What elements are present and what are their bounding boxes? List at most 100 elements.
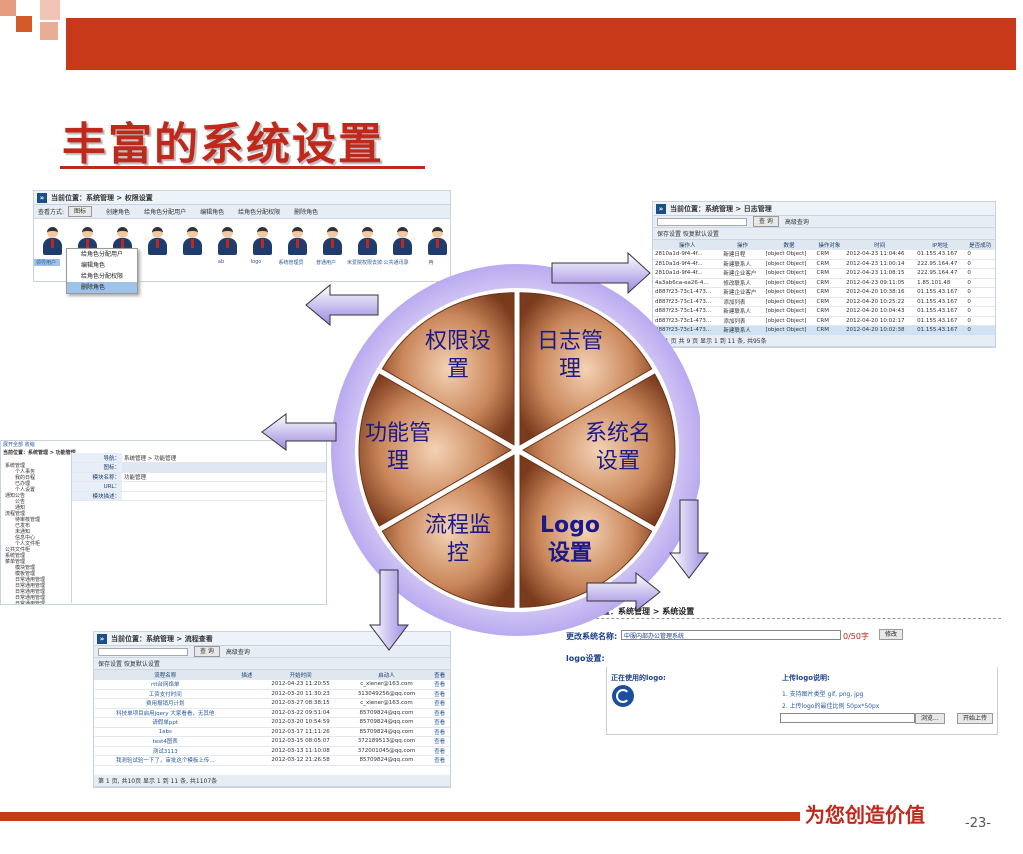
column-header[interactable]: 启动人 — [343, 670, 430, 680]
table-cell[interactable]: 查看 — [429, 689, 450, 699]
menu-item[interactable]: 给角色分配用户 — [81, 251, 124, 258]
tree-node[interactable]: 个人事务 — [15, 469, 36, 475]
table-row[interactable]: 2810a1d-9f4-4f...新建联系人[object Object]CRM… — [653, 259, 995, 269]
settings-links[interactable]: 保存设置 恢复默认设置 — [657, 231, 719, 238]
menu-item[interactable]: 删除角色 — [67, 282, 137, 293]
column-header[interactable]: IP地址 — [915, 240, 966, 250]
advanced-search-link[interactable]: 高级查询 — [784, 219, 809, 226]
table-cell: 01.155.43.167 — [915, 287, 966, 298]
tree-node[interactable]: 系统管理 — [5, 553, 26, 559]
tree-node[interactable]: 通知 — [15, 505, 26, 511]
menu-item[interactable]: 编辑角色 — [81, 262, 106, 269]
search-input[interactable] — [98, 647, 188, 656]
role-item[interactable]: 普通用户 — [316, 225, 342, 266]
table-row[interactable]: 2810a1d-9f4-4f...新建企业客户[object Object]CR… — [653, 268, 995, 279]
tree-node[interactable]: 日常通用管理 — [15, 583, 46, 589]
settings-wheel — [331, 264, 700, 636]
assign-user-button[interactable]: 给角色分配用户 — [144, 209, 187, 216]
column-header[interactable]: 操作对象 — [814, 240, 845, 250]
tree-node[interactable]: 信息中心 — [15, 535, 36, 541]
tree-node[interactable]: 公告 — [15, 499, 26, 505]
table-cell[interactable]: 查看 — [429, 736, 450, 747]
column-header[interactable]: 操作人 — [653, 240, 722, 250]
tree-node[interactable]: 个人设置 — [15, 487, 36, 493]
table-row[interactable]: d887f23-73c1-473...新建联系人[object Object]C… — [653, 306, 995, 317]
table-row[interactable]: d887f23-73c1-473...添加列表[object Object]CR… — [653, 297, 995, 307]
table-row[interactable]: d887f23-73c1-473...新建企业客户[object Object]… — [653, 287, 995, 298]
edit-role-button[interactable]: 编辑角色 — [200, 209, 225, 216]
tree-node[interactable]: 日常通用管理 — [15, 577, 46, 583]
settings-links[interactable]: 保存设置 恢复默认设置 — [98, 661, 160, 668]
role-item[interactable] — [178, 225, 202, 266]
column-header[interactable]: 流程名称 — [94, 670, 237, 680]
create-role-button[interactable]: 创建角色 — [106, 209, 131, 216]
column-header[interactable]: 查看 — [429, 670, 450, 680]
upload-button[interactable]: 开始上传 — [957, 713, 994, 724]
column-header[interactable]: 开始时间 — [257, 670, 344, 680]
tree-node[interactable]: 个人文件柜 — [15, 541, 41, 547]
tree-node[interactable]: 系统管理 — [5, 463, 26, 469]
advanced-search-link[interactable]: 高级查询 — [225, 649, 250, 656]
breadcrumb-text: 当前位置：系统管理 > 功能管理 — [3, 450, 76, 456]
table-cell[interactable]: 查看 — [429, 679, 450, 690]
tree-node[interactable]: 模板管理 — [15, 571, 36, 577]
column-header[interactable]: 时间 — [844, 240, 916, 250]
tree-node[interactable]: 日常通用管理 — [15, 595, 46, 601]
table-cell[interactable]: 查看 — [429, 746, 450, 756]
assign-permission-button[interactable]: 给角色分配权限 — [238, 209, 281, 216]
tree-node[interactable]: 日常通用管理 — [15, 589, 46, 595]
tree-node[interactable]: 通知公告 — [5, 493, 26, 499]
tree-node[interactable]: 已发布 — [15, 523, 31, 529]
column-header[interactable]: 描述 — [236, 670, 258, 680]
tree-node[interactable]: 待审核管理 — [15, 517, 41, 523]
expand-links[interactable]: 展开全部 收缩 — [3, 442, 35, 448]
search-button[interactable]: 查 询 — [194, 646, 220, 657]
file-path-input[interactable] — [780, 713, 915, 723]
table-cell[interactable]: 查看 — [429, 698, 450, 709]
tree-node[interactable]: 未通知 — [15, 529, 31, 535]
menu-item[interactable]: 给角色分配权限 — [81, 273, 124, 280]
table-row[interactable]: 4a3ab6ca-ea26-4...修改联系人[object Object]CR… — [653, 278, 995, 288]
role-item[interactable]: 米爱院权限去掉 — [347, 225, 382, 266]
role-item[interactable]: 公共通讯录 — [383, 225, 412, 266]
tree-node[interactable]: 日常通用管理 — [15, 601, 46, 605]
table-row[interactable]: d887f23-73c1-473...新建联系人[object Object]C… — [653, 325, 995, 336]
table-row[interactable]: d887f23-73c1-473...添加列表[object Object]CR… — [653, 316, 995, 326]
role-item[interactable]: 冉 — [423, 225, 447, 266]
system-name-input[interactable]: 中服内部办公管理系统 — [621, 630, 841, 640]
tree-node[interactable]: 菜单管理 — [5, 559, 26, 565]
delete-role-button[interactable]: 删除角色 — [294, 209, 319, 216]
role-item[interactable]: 领导用户 — [34, 225, 62, 266]
column-header[interactable]: 数据 — [763, 240, 815, 250]
view-select[interactable]: 图标 — [68, 206, 93, 217]
tree-node[interactable]: 流程管理 — [5, 511, 26, 517]
table-cell[interactable]: 查看 — [429, 755, 450, 766]
search-input[interactable] — [657, 217, 747, 226]
tree-node[interactable]: 我的日程 — [15, 475, 36, 481]
tree-node[interactable]: 模块管理 — [15, 565, 36, 571]
role-item[interactable] — [143, 225, 167, 266]
role-item[interactable]: 系统管理员 — [278, 225, 307, 266]
tree-node[interactable]: 已办理 — [15, 481, 31, 487]
table-cell[interactable]: 查看 — [429, 727, 450, 737]
column-header[interactable]: 操作 — [721, 240, 764, 250]
table-cell[interactable]: 查看 — [429, 708, 450, 718]
role-item[interactable]: logo — [248, 225, 272, 266]
column-header[interactable]: 是否成功 — [965, 240, 995, 250]
search-button[interactable]: 查 询 — [753, 216, 779, 227]
role-item[interactable]: ab — [213, 225, 237, 266]
modify-button[interactable]: 修改 — [879, 629, 904, 640]
table-cell[interactable]: 查看 — [429, 717, 450, 728]
tree-node[interactable]: 公共文件柜 — [5, 547, 31, 553]
browse-button[interactable]: 浏览... — [915, 713, 945, 724]
